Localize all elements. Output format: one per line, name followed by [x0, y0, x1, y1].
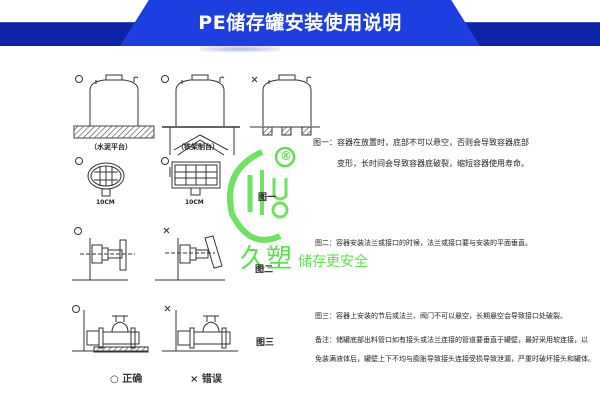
note-line1: 备注：储罐底部出料管口如有接头或法兰连接的管道要垂直于罐壁，最好采用软连接，以	[315, 336, 588, 344]
title-banner: PE储存罐安装使用说明	[0, 0, 600, 52]
fig1-description-line2: 变形，长时间会导致容器底破裂，缩短容器使用寿命。	[337, 159, 529, 168]
legend-correct: ○ 正确	[110, 374, 143, 385]
valve-supported-correct	[72, 305, 149, 353]
fig3-description: 图三：容器上安装的节后或法兰、阀门不可以悬空，长期悬空会导致接口处破裂。	[315, 312, 567, 320]
fig2-description: 图二：容器安装法兰或接口的时候，法兰或接口要与安装的平面垂直。	[315, 239, 532, 247]
flange-wrong	[155, 227, 225, 281]
fig3-label: 图三	[256, 338, 275, 348]
fig1-description-line1: 图一：容器在放置时，底部不可以悬空，否则会导致容器底部	[313, 138, 529, 147]
tank-on-blocks-wrong	[250, 74, 320, 136]
square-base-grid	[161, 157, 221, 196]
registered-symbol: ®	[280, 149, 292, 163]
valve-unsupported-wrong	[162, 305, 238, 352]
dim-round-base: 10CM	[96, 199, 115, 206]
brand-logo-icon	[227, 149, 289, 243]
round-base-grid	[75, 157, 125, 197]
caption-iron-stand: （铁架制台）	[177, 143, 219, 151]
banner-shadow	[200, 46, 280, 52]
caption-concrete-platform: （水泥平台）	[90, 143, 132, 151]
tank-on-iron-stand	[161, 74, 240, 156]
fig1-label: 图一	[258, 193, 277, 203]
brand-name: 久塑	[240, 244, 293, 274]
registered-mark-icon	[274, 146, 296, 168]
page-title: PE储存罐安装使用说明	[198, 12, 402, 34]
flange-correct	[72, 227, 135, 281]
brand-slogan: 储存更安全	[298, 254, 368, 270]
tank-on-concrete	[73, 74, 155, 139]
fig2-label: 图二	[255, 265, 274, 275]
note-line2: 免装满液体后，罐壁上下不均与膨胀导致接头连接受损导致泄漏，严重时破坏接头和罐体。	[315, 355, 595, 363]
banner-center-plate	[120, 0, 480, 46]
dim-square-base: 10CM	[185, 199, 204, 206]
legend-wrong: × 错误	[190, 374, 222, 385]
